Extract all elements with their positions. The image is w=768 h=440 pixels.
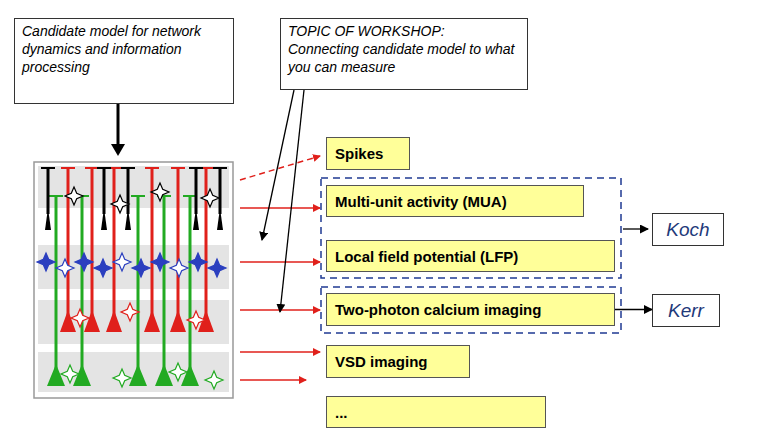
measure-box: Two-photon calcium imaging [326,293,615,326]
interneuron-star [170,259,188,277]
interneuron-star [113,369,131,387]
apical-dendrite [47,168,50,214]
interneuron-star [132,259,150,277]
apical-dendrite [151,168,154,316]
dendrite-tuft [145,167,159,169]
pyramidal-soma [60,310,76,332]
node-text: Koch [666,219,709,241]
dendrite-tuft [189,167,203,169]
measure-box: Local field potential (LFP) [326,240,615,272]
apical-dendrite [55,196,58,370]
topic-pointer [280,90,304,312]
pyramidal-soma [125,208,131,230]
pyramidal-soma [106,310,122,332]
group-bracket [321,178,621,278]
layer-band [38,352,229,392]
node-text: VSD imaging [335,353,461,370]
pyramidal-soma [155,364,173,386]
interneuron-star [151,183,169,201]
topic-pointer [262,90,294,240]
measure-arrow [240,156,320,180]
topic-note: TOPIC OF WORKSHOP:Connecting candidate m… [280,18,528,90]
interneuron-star [37,253,55,271]
model-arrow [117,104,120,150]
apical-dendrite [67,168,70,316]
dendrite-tuft [85,167,99,169]
measure-box: Multi-unit activity (MUA) [326,185,584,217]
pyramidal-soma [181,364,199,386]
node-text: Connecting candidate model to what you c… [288,40,520,76]
interneuron-star [113,253,131,271]
dendrite-tuft [97,167,111,169]
interneuron-star [121,303,139,321]
apical-dendrite [189,196,192,370]
pyramidal-soma [193,208,199,230]
interneuron-star [205,371,223,389]
measure-arrow [240,261,320,263]
interneuron-star [111,195,129,213]
author-box: Kerr [652,294,720,327]
apical-dendrite [163,196,166,370]
group-arrow [623,228,648,229]
dendrite-tuft [171,167,185,169]
apical-dendrite [127,168,130,214]
measure-arrow [240,207,320,209]
apical-dendrite [195,168,198,214]
measure-box: ... [326,396,546,428]
node-text: Multi-unit activity (MUA) [335,193,575,210]
pyramidal-soma [129,364,147,386]
interneuron-star [71,309,89,327]
interneuron-star [65,187,83,205]
interneuron-star [187,311,205,329]
interneuron-star [189,253,207,271]
dendrite-tuft [121,167,135,169]
node-text: Local field potential (LFP) [335,248,606,265]
apical-dendrite [205,168,208,316]
node-text: ... [335,404,537,421]
apical-dendrite [81,196,84,370]
dendrite-tuft [131,195,145,197]
dendrite-tuft [61,167,75,169]
interneuron-star [56,259,74,277]
pyramidal-soma [84,310,100,332]
pyramidal-soma [217,208,223,230]
apical-dendrite [103,168,106,214]
node-text: Two-photon calcium imaging [335,301,606,318]
measure-arrow [240,379,306,381]
pyramidal-soma [45,208,51,230]
group-bracket [321,287,621,333]
connector-arrow [615,309,652,310]
apical-dendrite [137,196,140,370]
node-text: Spikes [335,145,401,162]
dendrite-tuft [41,167,55,169]
node-text: Kerr [668,300,704,322]
measure-box: Spikes [326,137,410,170]
apical-dendrite [177,168,180,316]
interneuron-star [151,253,169,271]
measure-arrow [240,351,320,353]
interneuron-star [169,363,187,381]
pyramidal-soma [101,208,107,230]
interneuron-star [94,259,112,277]
model-note: Candidate model for network dynamics and… [14,18,234,104]
interneuron-star [61,365,79,383]
interneuron-star [208,259,226,277]
interneuron-star [201,189,219,207]
pyramidal-soma [170,310,186,332]
dendrite-tuft [49,195,63,197]
cortex-frame [34,162,233,398]
measure-box: VSD imaging [326,345,470,378]
node-text: TOPIC OF WORKSHOP: [288,22,520,40]
neuron-drawing [37,168,227,389]
dendrite-tuft [213,167,227,169]
author-box: Koch [652,213,724,246]
interneuron-star [75,253,93,271]
pyramidal-soma [144,310,160,332]
node-text: Candidate model for network dynamics and… [22,22,226,77]
apical-dendrite [113,168,116,316]
apical-dendrite [219,168,222,214]
apical-dendrite [91,168,94,316]
